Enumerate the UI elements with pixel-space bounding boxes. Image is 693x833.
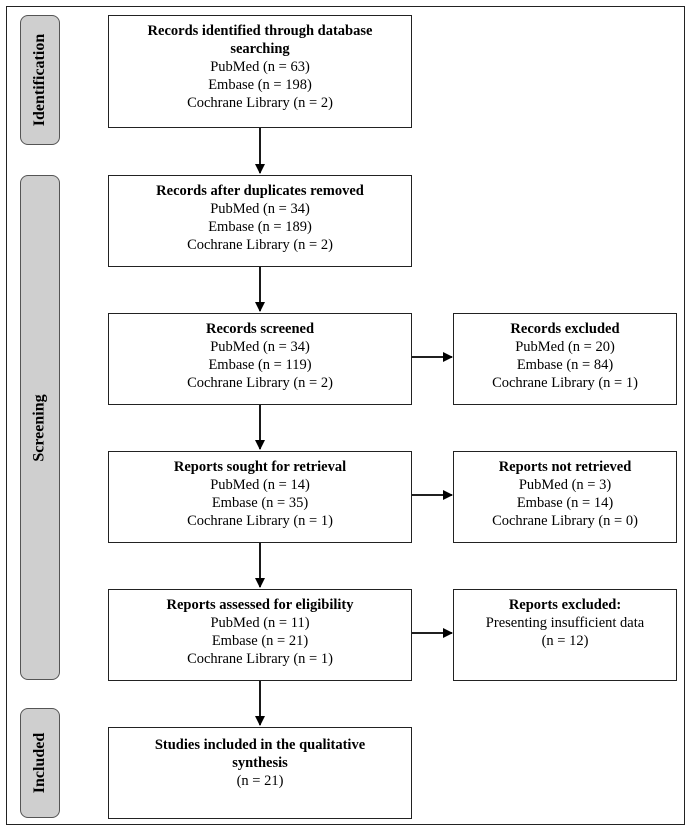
box-records-identified-title: Records identified through database sear…: [147, 23, 373, 57]
box-records-screened: Records screened PubMed (n = 34) Embase …: [108, 313, 412, 405]
box-records-after-duplicates-title: Records after duplicates removed: [156, 183, 364, 199]
box-records-excluded: Records excluded PubMed (n = 20) Embase …: [453, 313, 677, 405]
box-records-excluded-line-2: Embase (n = 84): [516, 357, 614, 373]
box-reports-assessed-line-2: Embase (n = 21): [211, 633, 309, 649]
box-records-screened-title: Records screened: [205, 321, 315, 337]
box-reports-not-retrieved-line-2: Embase (n = 14): [516, 495, 614, 511]
box-reports-assessed-line-1: PubMed (n = 11): [210, 615, 310, 631]
box-reports-excluded-line-2: (n = 12): [541, 633, 589, 649]
box-reports-assessed: Reports assessed for eligibility PubMed …: [108, 589, 412, 681]
box-reports-not-retrieved-line-1: PubMed (n = 3): [518, 477, 612, 493]
box-reports-excluded: Reports excluded: Presenting insufficien…: [453, 589, 677, 681]
box-reports-excluded-title: Reports excluded:: [508, 597, 622, 613]
stage-identification: Identification: [20, 15, 60, 145]
box-records-after-duplicates: Records after duplicates removed PubMed …: [108, 175, 412, 267]
box-reports-not-retrieved-line-3: Cochrane Library (n = 0): [492, 513, 638, 529]
box-reports-not-retrieved: Reports not retrieved PubMed (n = 3) Emb…: [453, 451, 677, 543]
box-studies-included-line-1: (n = 21): [236, 773, 284, 789]
box-records-excluded-line-3: Cochrane Library (n = 1): [492, 375, 638, 391]
box-records-screened-line-1: PubMed (n = 34): [210, 339, 310, 355]
box-records-after-duplicates-line-3: Cochrane Library (n = 2): [187, 237, 333, 253]
box-studies-included: Studies included in the qualitative synt…: [108, 727, 412, 819]
box-records-identified-line-3: Cochrane Library (n = 2): [187, 95, 333, 111]
box-studies-included-title: Studies included in the qualitative synt…: [154, 737, 366, 771]
box-reports-sought-line-3: Cochrane Library (n = 1): [187, 513, 333, 529]
box-reports-sought: Reports sought for retrieval PubMed (n =…: [108, 451, 412, 543]
box-reports-not-retrieved-title: Reports not retrieved: [498, 459, 632, 475]
box-reports-assessed-line-3: Cochrane Library (n = 1): [187, 651, 333, 667]
box-records-screened-line-3: Cochrane Library (n = 2): [187, 375, 333, 391]
box-records-screened-line-2: Embase (n = 119): [208, 357, 312, 373]
stage-screening: Screening: [20, 175, 60, 680]
box-records-identified: Records identified through database sear…: [108, 15, 412, 128]
box-reports-assessed-title: Reports assessed for eligibility: [166, 597, 354, 613]
box-reports-sought-title: Reports sought for retrieval: [173, 459, 347, 475]
stage-included: Included: [20, 708, 60, 818]
box-records-excluded-title: Records excluded: [510, 321, 620, 337]
box-reports-sought-line-2: Embase (n = 35): [211, 495, 309, 511]
box-records-after-duplicates-line-1: PubMed (n = 34): [210, 201, 310, 217]
box-records-identified-line-2: Embase (n = 198): [208, 77, 312, 93]
box-reports-excluded-line-1: Presenting insufficient data: [485, 615, 645, 631]
box-records-identified-line-1: PubMed (n = 63): [210, 59, 310, 75]
box-records-after-duplicates-line-2: Embase (n = 189): [208, 219, 312, 235]
box-records-excluded-line-1: PubMed (n = 20): [515, 339, 615, 355]
diagram-frame: [6, 6, 685, 825]
box-reports-sought-line-1: PubMed (n = 14): [210, 477, 310, 493]
